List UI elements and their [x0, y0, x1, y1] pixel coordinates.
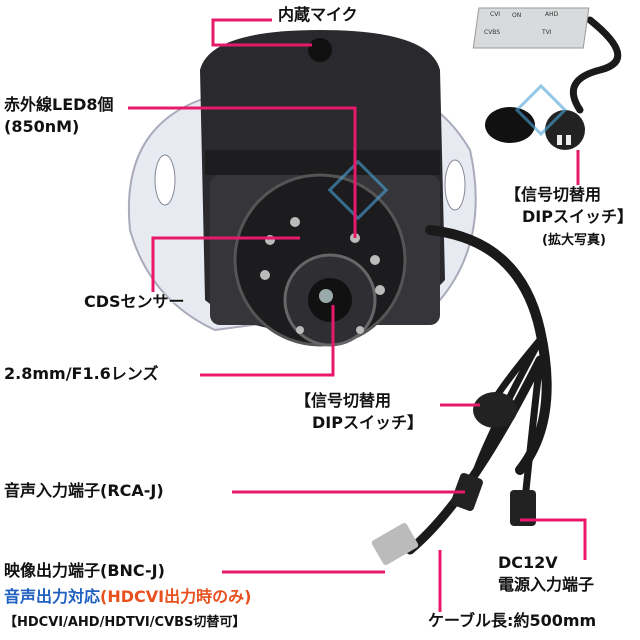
label-cable-length: ケーブル長:約500mm [428, 611, 597, 630]
dip-card-ahd: AHD [545, 11, 559, 18]
leader-mic [211, 18, 312, 47]
label-mic: 内蔵マイク [278, 5, 358, 24]
label-audio-out: 音声出力対応(HDCVI出力時のみ) [4, 587, 252, 606]
dip-card-on: ON [512, 12, 521, 19]
label-dip-zoom-1: 【信号切替用 [505, 185, 602, 204]
dip-card-tvi: TVI [541, 29, 552, 36]
label-lens: 2.8mm/F1.6レンズ [4, 364, 159, 383]
leader-cds [151, 236, 300, 292]
label-dc-voltage: DC12V [498, 553, 558, 572]
audio-out-condition: (HDCVI出力時のみ) [100, 587, 252, 606]
label-dip-zoom-2: DIPスイッチ】 [522, 207, 633, 226]
leader-dc [520, 518, 587, 560]
label-audio-in: 音声入力端子(RCA-J) [4, 481, 164, 500]
label-dip-zoom-3: (拡大写真) [542, 233, 606, 248]
label-cds: CDSセンサー [84, 292, 185, 311]
leader-ir-led [128, 106, 357, 238]
label-dip-1: 【信号切替用 [295, 391, 392, 410]
dip-card-cvi: CVI [490, 11, 500, 18]
audio-out-support: 音声出力対応 [4, 587, 101, 606]
label-dip-2: DIPスイッチ】 [312, 413, 423, 432]
label-video-out: 映像出力端子(BNC-J) [4, 561, 165, 580]
leader-lines [128, 18, 587, 612]
label-ir-led: 赤外線LED8個 [4, 95, 114, 114]
dip-card-cvbs: CVBS [484, 29, 500, 36]
label-modes: 【HDCVI/AHD/HDTVI/CVBS切替可】 [4, 615, 246, 630]
leader-lens [200, 305, 335, 377]
dip-switch-card: CVI AHD CVBS TVI ON [472, 7, 590, 49]
label-dc-input: 電源入力端子 [498, 575, 595, 594]
keiyo-watermark-logo [327, 83, 568, 221]
camera-body [200, 30, 445, 347]
label-ir-led-wavelength: (850nM) [4, 117, 80, 136]
